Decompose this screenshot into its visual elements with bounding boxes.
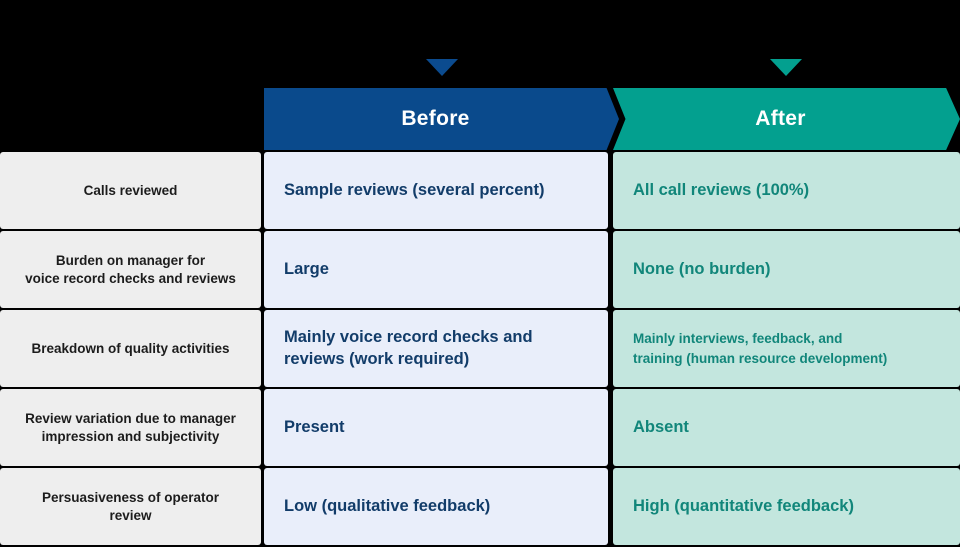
row-before-cell-text: Large <box>284 259 329 278</box>
row-label-cell-text: Review variation due to manager impressi… <box>25 410 236 444</box>
row-label-cell: Breakdown of quality activities <box>0 310 261 387</box>
table-row: Review variation due to manager impressi… <box>0 389 960 466</box>
row-label-cell: Review variation due to manager impressi… <box>0 389 261 466</box>
row-before-cell: Mainly voice record checks and reviews (… <box>264 310 608 387</box>
row-before-cell: Low (qualitative feedback) <box>264 468 608 545</box>
row-after-cell-text: All call reviews (100%) <box>633 180 810 199</box>
row-before-cell-text: Low (qualitative feedback) <box>284 496 491 515</box>
column-header-before: Before <box>264 88 619 150</box>
row-before-cell-text: Mainly voice record checks and reviews (… <box>284 328 533 368</box>
row-after-cell: All call reviews (100%) <box>613 152 960 229</box>
down-triangle-icon-before <box>426 59 458 76</box>
row-after-cell: Absent <box>613 389 960 466</box>
row-after-cell-text: Absent <box>633 417 689 436</box>
comparison-grid: Calls reviewed Sample reviews (several pe… <box>0 152 960 547</box>
table-row: Burden on manager for voice record check… <box>0 231 960 308</box>
column-header-before-label: Before <box>401 107 470 130</box>
row-before-cell-text: Sample reviews (several percent) <box>284 180 545 199</box>
table-row: Calls reviewed Sample reviews (several pe… <box>0 152 960 229</box>
row-after-cell-text: Mainly interviews, feedback, and trainin… <box>633 331 888 366</box>
row-after-cell-text: None (no burden) <box>633 259 771 278</box>
row-label-cell-text: Calls reviewed <box>83 182 178 198</box>
row-before-cell: Sample reviews (several percent) <box>264 152 608 229</box>
row-label-cell-text: Breakdown of quality activities <box>31 340 230 356</box>
row-after-cell: High (quantitative feedback) <box>613 468 960 545</box>
column-header-after-label: After <box>755 107 806 130</box>
column-header-after: After <box>613 88 960 150</box>
row-after-cell-text: High (quantitative feedback) <box>633 496 854 515</box>
row-before-cell: Present <box>264 389 608 466</box>
row-after-cell: None (no burden) <box>613 231 960 308</box>
row-label-cell-text: Burden on manager for voice record check… <box>25 252 236 286</box>
row-label-cell: Persuasiveness of operator review <box>0 468 261 545</box>
row-label-cell: Calls reviewed <box>0 152 261 229</box>
comparison-table-figure: Before After Calls reviewed Sample review… <box>0 59 960 545</box>
down-triangle-icon-after <box>770 59 802 76</box>
row-label-cell-text: Persuasiveness of operator review <box>41 489 220 523</box>
row-before-cell-text: Present <box>284 417 345 436</box>
row-after-cell: Mainly interviews, feedback, and trainin… <box>613 310 960 387</box>
row-before-cell: Large <box>264 231 608 308</box>
table-row: Breakdown of quality activities Mainly vo… <box>0 310 960 387</box>
table-row: Persuasiveness of operator review Low (qu… <box>0 468 960 545</box>
row-label-cell: Burden on manager for voice record check… <box>0 231 261 308</box>
